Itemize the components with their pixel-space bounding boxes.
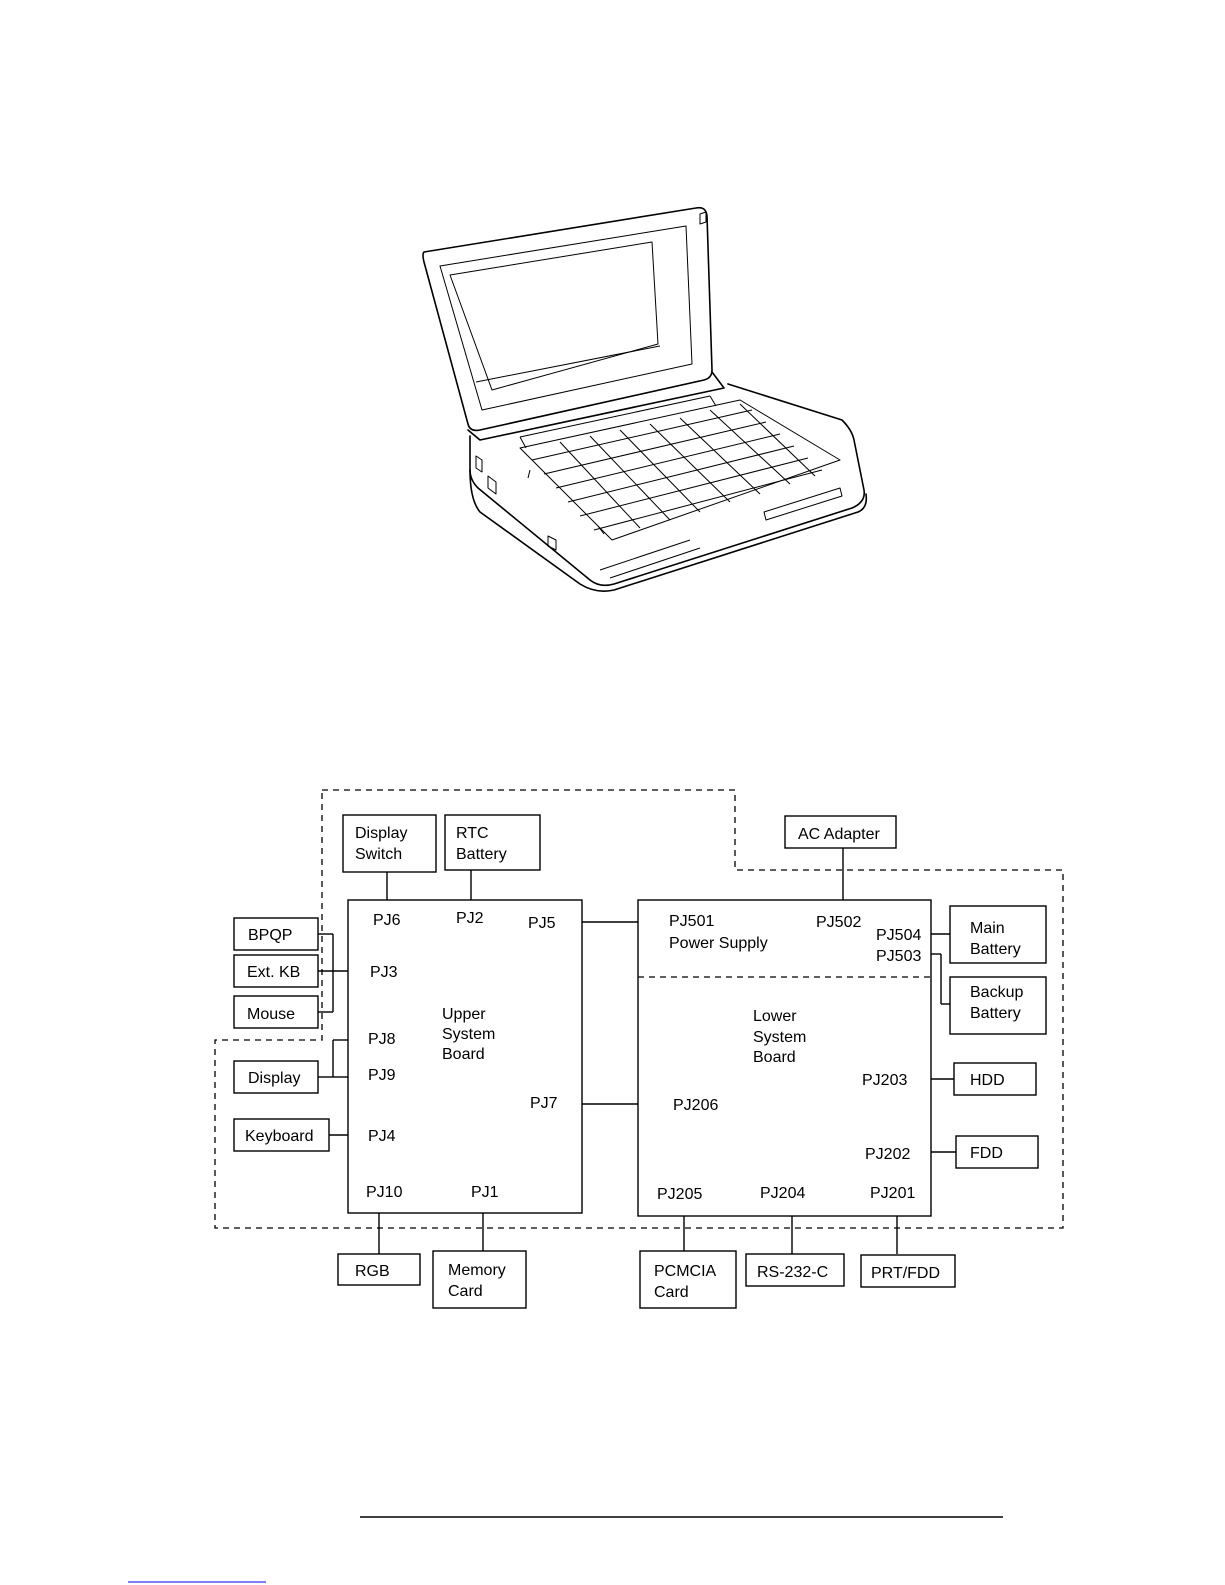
pj5-label: PJ5 bbox=[528, 915, 556, 932]
ext-kb-box: Ext. KB bbox=[233, 954, 319, 988]
pj503-label: PJ503 bbox=[876, 948, 921, 965]
pj202-label: PJ202 bbox=[865, 1146, 910, 1163]
pj502-label: PJ502 bbox=[816, 914, 861, 931]
pj203-label: PJ203 bbox=[862, 1072, 907, 1089]
svg-text:System: System bbox=[442, 1026, 495, 1043]
svg-text:Battery: Battery bbox=[970, 941, 1021, 958]
svg-text:PCMCIA: PCMCIA bbox=[654, 1263, 717, 1280]
svg-text:System: System bbox=[753, 1029, 806, 1046]
svg-text:Ext. KB: Ext. KB bbox=[247, 964, 300, 981]
pj201-label: PJ201 bbox=[870, 1185, 915, 1202]
hdd-box: HDD bbox=[953, 1062, 1037, 1096]
svg-text:Keyboard: Keyboard bbox=[245, 1128, 314, 1145]
svg-text:Display: Display bbox=[355, 825, 407, 842]
display-box: Display bbox=[233, 1060, 319, 1094]
upper-system-board bbox=[347, 899, 583, 1214]
rtc-battery-box: RTC Battery bbox=[444, 814, 541, 871]
pj7-label: PJ7 bbox=[530, 1095, 558, 1112]
svg-text:Main: Main bbox=[970, 920, 1005, 937]
svg-text:Card: Card bbox=[448, 1283, 483, 1300]
svg-text:HDD: HDD bbox=[970, 1072, 1005, 1089]
display-switch-box: Display Switch bbox=[342, 814, 437, 873]
pj9-label: PJ9 bbox=[368, 1067, 396, 1084]
pj501-label: PJ501 bbox=[669, 913, 714, 930]
svg-text:Board: Board bbox=[753, 1049, 796, 1066]
svg-text:RGB: RGB bbox=[355, 1263, 390, 1280]
svg-text:AC Adapter: AC Adapter bbox=[798, 826, 881, 843]
rs232c-box: RS-232-C bbox=[745, 1253, 845, 1287]
svg-text:RTC: RTC bbox=[456, 825, 489, 842]
svg-text:PRT/FDD: PRT/FDD bbox=[871, 1265, 940, 1282]
pj8-label: PJ8 bbox=[368, 1031, 396, 1048]
laptop-illustration bbox=[422, 206, 868, 592]
backup-battery-box: Backup Battery bbox=[949, 976, 1047, 1035]
pj10-label: PJ10 bbox=[366, 1184, 403, 1201]
svg-text:RS-232-C: RS-232-C bbox=[757, 1264, 828, 1281]
pj206-label: PJ206 bbox=[673, 1097, 718, 1114]
memory-card-box: Memory Card bbox=[432, 1250, 527, 1309]
svg-text:Battery: Battery bbox=[456, 846, 507, 863]
svg-text:Upper: Upper bbox=[442, 1006, 486, 1023]
power-supply-label: Power Supply bbox=[669, 935, 768, 952]
svg-text:Memory: Memory bbox=[448, 1262, 506, 1279]
prt-fdd-box: PRT/FDD bbox=[860, 1254, 956, 1288]
pj3-label: PJ3 bbox=[370, 964, 398, 981]
svg-text:Board: Board bbox=[442, 1046, 485, 1063]
upper-board-title: Upper System Board bbox=[442, 1006, 495, 1063]
keyboard-box: Keyboard bbox=[233, 1118, 330, 1152]
lower-system-board bbox=[637, 899, 932, 1217]
svg-text:Display: Display bbox=[248, 1070, 300, 1087]
mouse-box: Mouse bbox=[233, 995, 319, 1029]
bpqp-box: BPQP bbox=[233, 917, 319, 951]
main-battery-box: Main Battery bbox=[949, 905, 1047, 964]
lower-board-title: Lower System Board bbox=[753, 1008, 806, 1066]
block-diagram: Display Switch RTC Battery AC Adapter BP… bbox=[214, 789, 1064, 1309]
pj2-label: PJ2 bbox=[456, 910, 484, 927]
svg-text:Card: Card bbox=[654, 1284, 689, 1301]
svg-text:Mouse: Mouse bbox=[247, 1006, 295, 1023]
svg-text:Switch: Switch bbox=[355, 846, 402, 863]
enclosure-boundary bbox=[214, 789, 1064, 1229]
svg-text:FDD: FDD bbox=[970, 1145, 1003, 1162]
rgb-box: RGB bbox=[337, 1253, 421, 1286]
pj6-label: PJ6 bbox=[373, 912, 401, 929]
fdd-box: FDD bbox=[955, 1135, 1039, 1169]
ac-adapter-box: AC Adapter bbox=[784, 815, 897, 849]
svg-text:Battery: Battery bbox=[970, 1005, 1021, 1022]
svg-text:Lower: Lower bbox=[753, 1008, 797, 1025]
pj204-label: PJ204 bbox=[760, 1185, 805, 1202]
svg-text:BPQP: BPQP bbox=[248, 927, 292, 944]
pj504-label: PJ504 bbox=[876, 927, 921, 944]
svg-text:Backup: Backup bbox=[970, 984, 1023, 1001]
pj1-label: PJ1 bbox=[471, 1184, 499, 1201]
pcmcia-card-box: PCMCIA Card bbox=[639, 1250, 737, 1309]
pj4-label: PJ4 bbox=[368, 1128, 396, 1145]
pj205-label: PJ205 bbox=[657, 1186, 702, 1203]
